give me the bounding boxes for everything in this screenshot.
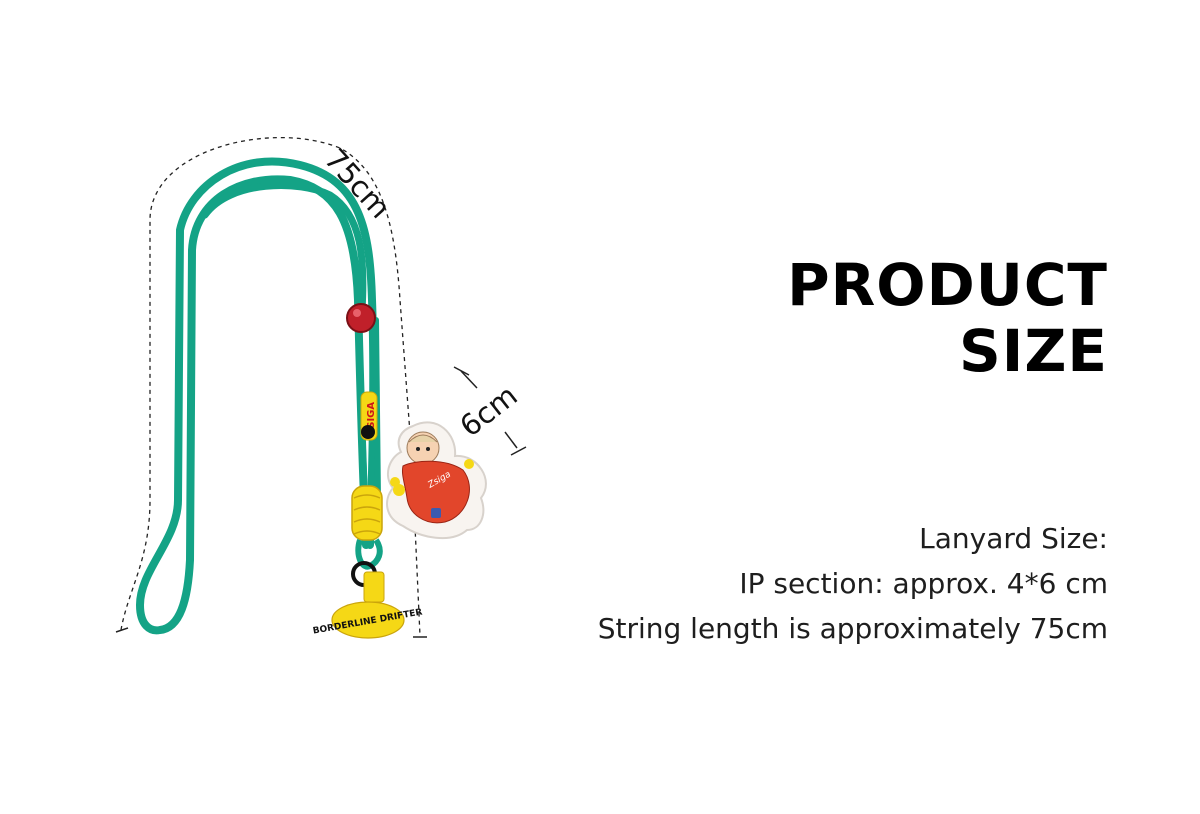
size-specs: Lanyard Size: IP section: approx. 4*6 cm… <box>598 516 1108 651</box>
spec-string-length: String length is approximately 75cm <box>597 612 1108 645</box>
ip-charm <box>386 421 487 540</box>
specs-heading: Lanyard Size: <box>919 522 1108 555</box>
charm-dimension-marker <box>453 366 527 456</box>
woven-knot <box>351 485 383 541</box>
cord-stopper <box>346 303 376 333</box>
lanyard-cord-inner <box>201 181 367 314</box>
lanyard-cord-outer <box>135 157 378 635</box>
product-size-title: PRODUCT SIZE <box>787 252 1108 384</box>
length-dimension-end-left <box>115 627 129 633</box>
title-line-2: SIZE <box>958 317 1108 385</box>
charm-height-label: 6cm <box>453 378 523 443</box>
drifter-tag <box>331 571 405 639</box>
length-dimension-line <box>120 136 421 637</box>
bead-text: ZSIGA <box>366 402 377 436</box>
black-bead <box>361 425 375 439</box>
title-line-1: PRODUCT <box>787 251 1108 319</box>
spec-ip-section: IP section: approx. 4*6 cm <box>739 567 1108 600</box>
